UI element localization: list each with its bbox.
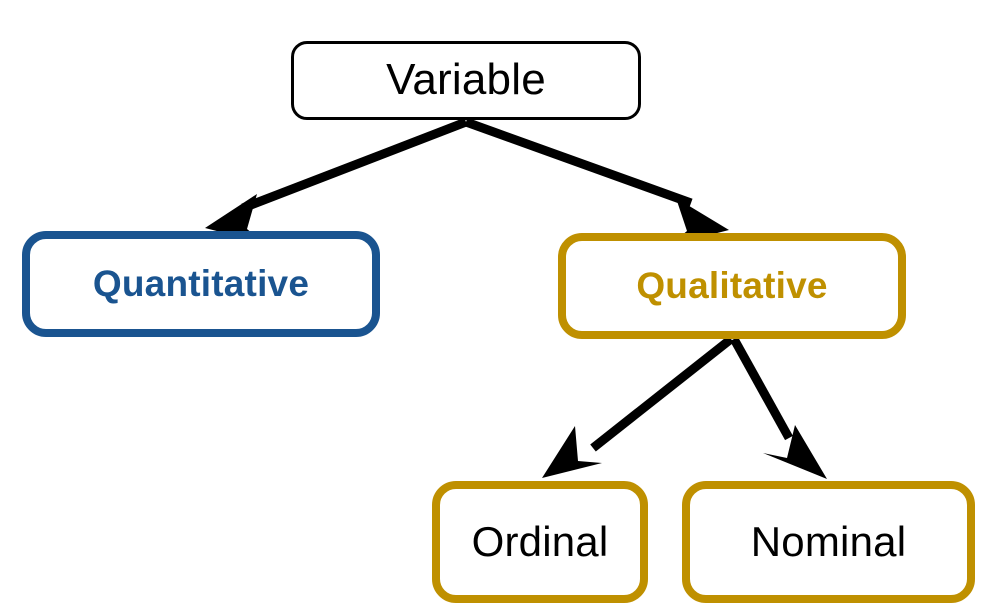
arrowhead-nominal — [763, 425, 827, 479]
node-ordinal[interactable]: Ordinal — [432, 481, 648, 603]
edge-line-qualitative-nominal — [730, 336, 793, 441]
edge-qualitative-to-nominal — [730, 336, 827, 479]
node-variable[interactable]: Variable — [291, 41, 641, 120]
edge-line-qualitative-ordinal — [590, 335, 734, 452]
node-ordinal-label: Ordinal — [471, 517, 609, 565]
node-qualitative[interactable]: Qualitative — [558, 233, 906, 339]
edge-line-variable-qualitative — [464, 117, 693, 208]
edge-variable-to-quantitative — [205, 117, 468, 243]
node-nominal-label: Nominal — [750, 517, 907, 565]
node-variable-label: Variable — [386, 55, 546, 105]
edge-variable-to-qualitative — [464, 117, 729, 245]
node-nominal[interactable]: Nominal — [682, 481, 975, 603]
node-quantitative[interactable]: Quantitative — [22, 231, 380, 337]
arrowhead-ordinal — [542, 426, 602, 478]
node-qualitative-label: Qualitative — [636, 264, 828, 306]
node-quantitative-label: Quantitative — [92, 262, 310, 304]
edge-qualitative-to-ordinal — [542, 335, 734, 478]
edge-line-variable-quantitative — [241, 117, 468, 213]
